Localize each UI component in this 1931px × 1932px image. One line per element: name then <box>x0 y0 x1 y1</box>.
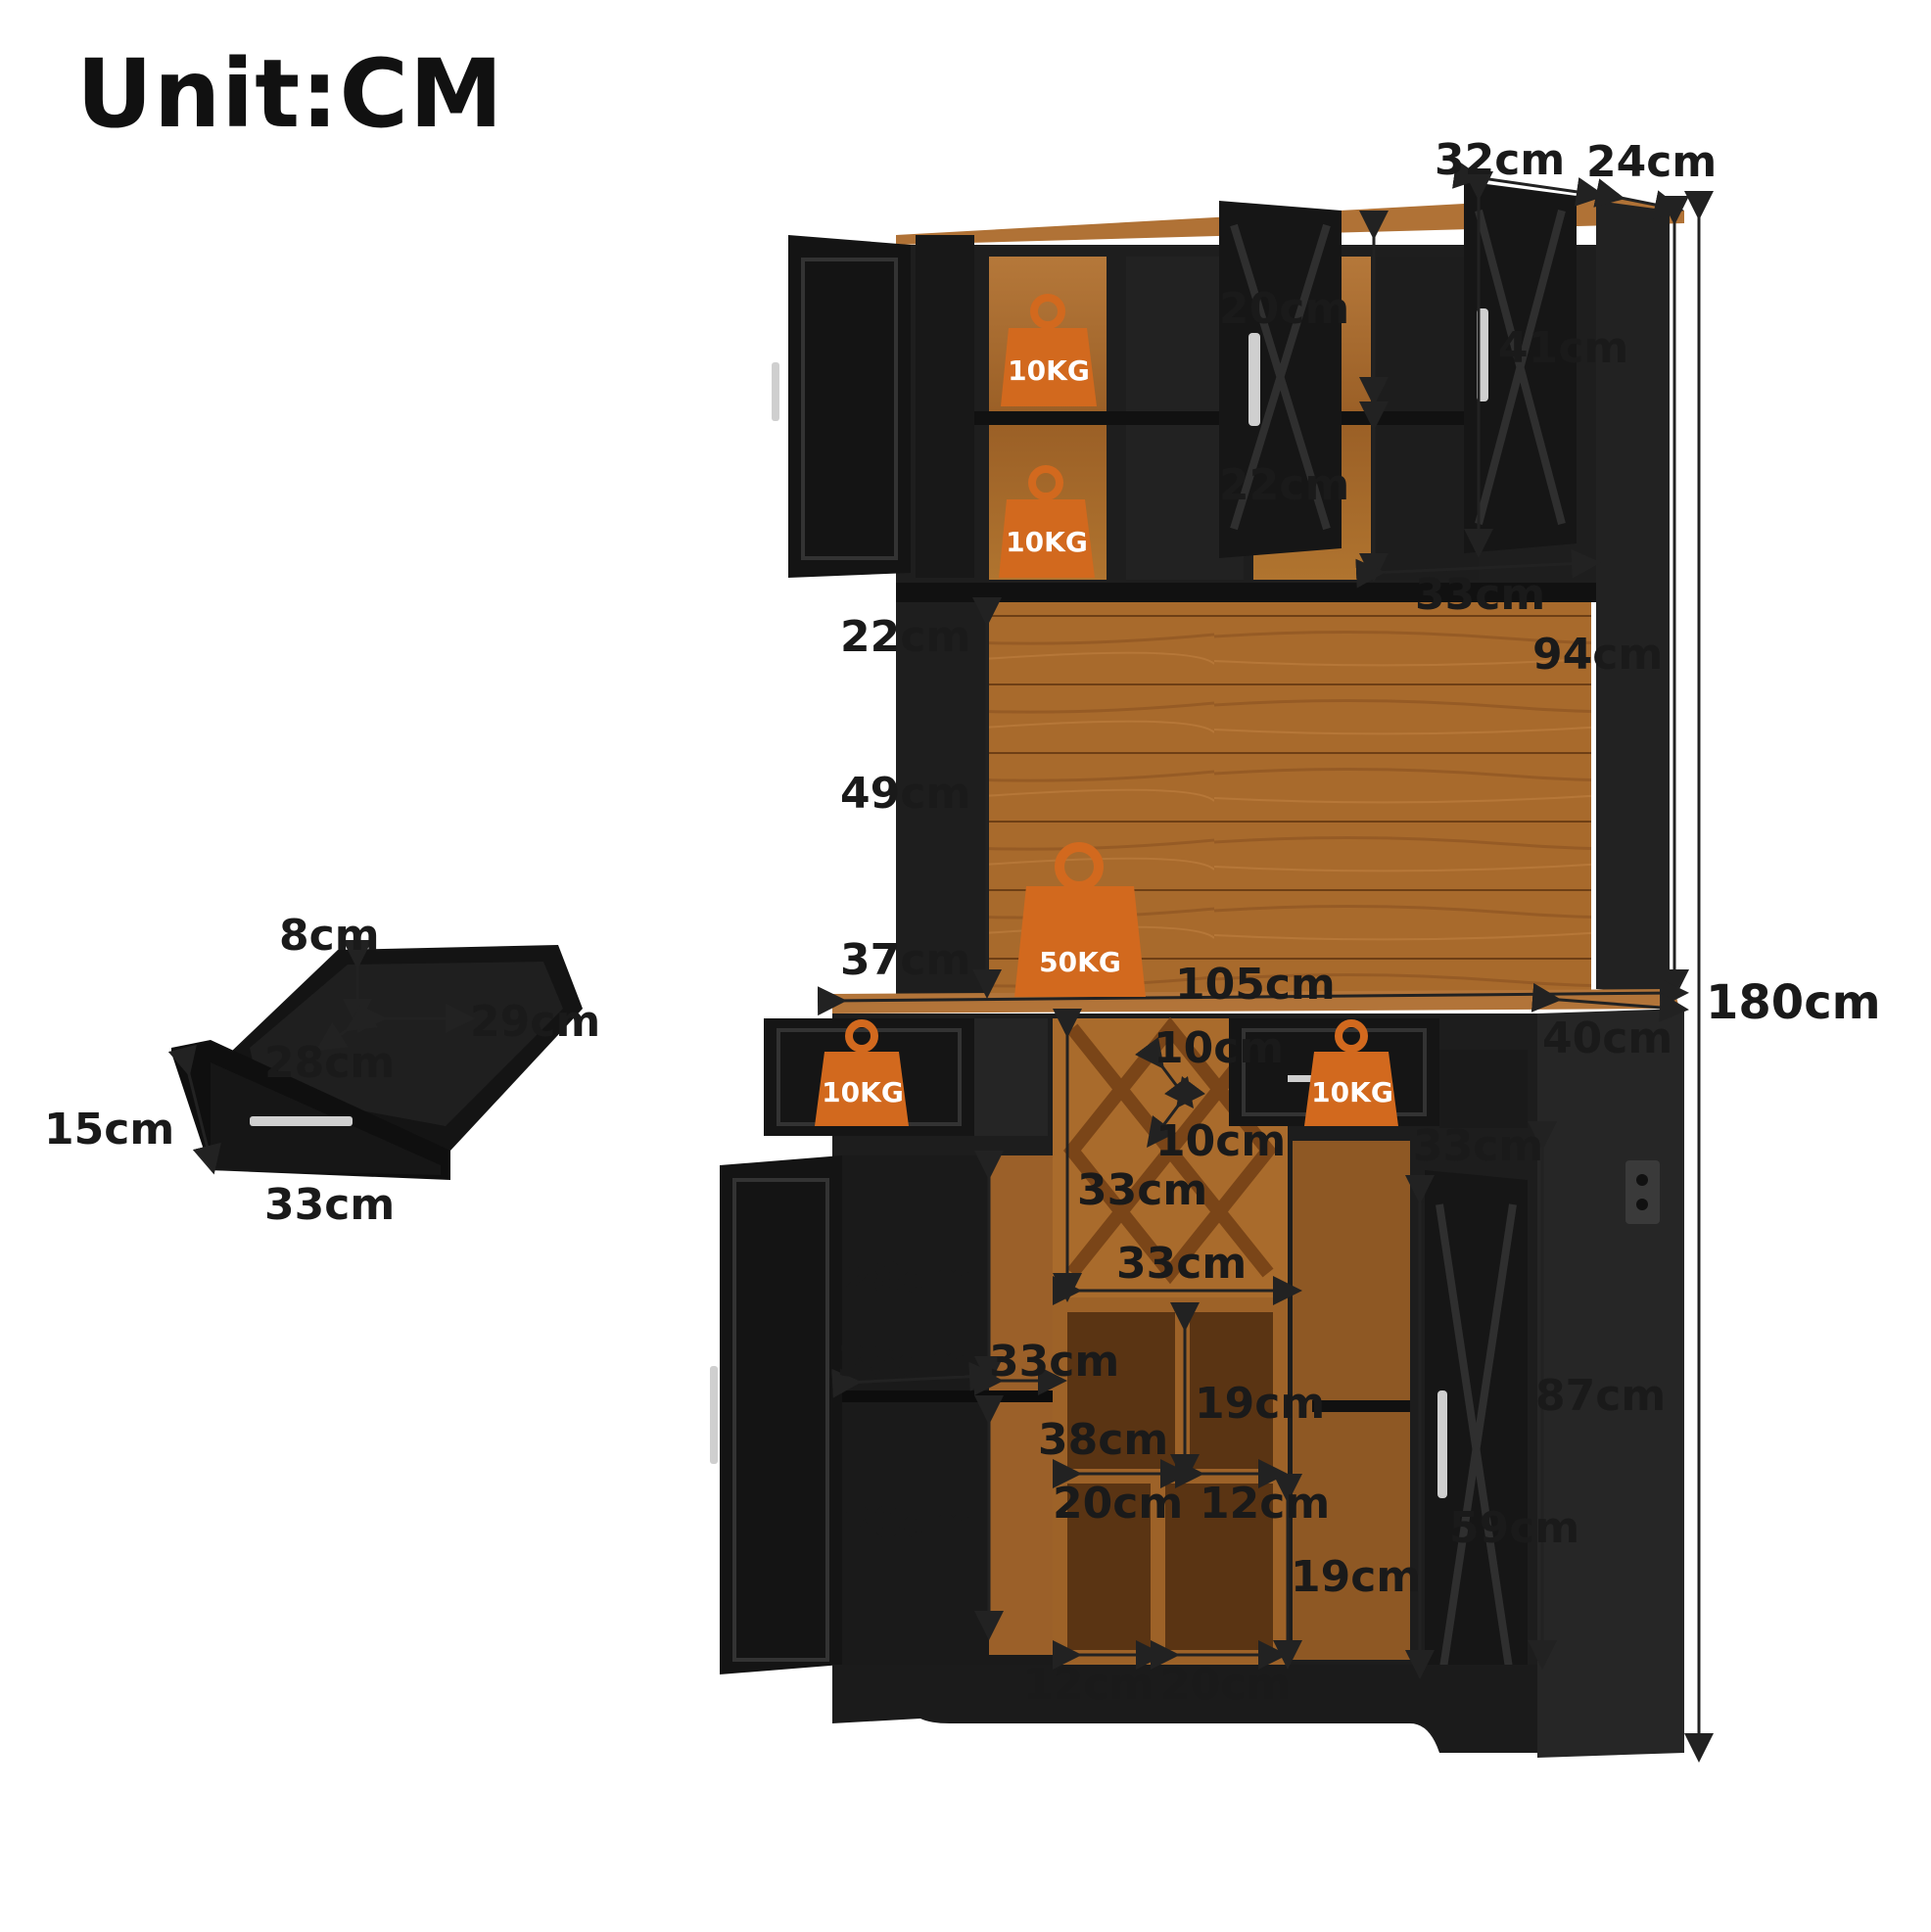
dim-upper-shelf-w: 33cm <box>1415 570 1545 620</box>
dim-wine-x1: 10cm <box>1154 1023 1284 1073</box>
dim-drawer-depth: 29cm <box>470 997 600 1047</box>
dim-wine-w: 33cm <box>1116 1239 1247 1289</box>
weight-label-upper-bottom: 10KG <box>1006 526 1088 558</box>
dim-drawer-inner-w: 28cm <box>264 1038 395 1088</box>
dim-upper-shelf-h2: 22cm <box>1219 460 1349 510</box>
upper-shelf <box>925 411 1493 425</box>
dim-hutch-mid: 49cm <box>840 769 970 819</box>
weight-label-drawer-right: 10KG <box>1311 1076 1393 1108</box>
upper-middle-handle <box>1248 333 1260 426</box>
upper-left-handle <box>772 362 779 421</box>
hutch-side-panel <box>1596 201 1670 994</box>
lower-left-door <box>720 1155 842 1674</box>
dim-drawer-front-h: 15cm <box>44 1105 174 1154</box>
weight-icon-upper-top: 10KG <box>1001 294 1097 406</box>
dim-left-cab-depth: 36cm <box>837 1337 967 1387</box>
dim-cubby-a: 20cm <box>1053 1479 1183 1529</box>
lower-left-handle <box>710 1366 718 1464</box>
weight-icon-upper-bottom: 10KG <box>999 465 1095 578</box>
lower-right-handle <box>1437 1390 1447 1498</box>
dim-cabinet-h: 87cm <box>1535 1371 1666 1421</box>
power-outlet <box>1625 1160 1660 1224</box>
weight-icon-drawer-left: 10KG <box>815 1019 909 1126</box>
dim-top-side: 24cm <box>1586 137 1717 187</box>
dim-hutch-bottom: 37cm <box>840 935 970 985</box>
dim-wine-h: 33cm <box>1077 1165 1207 1215</box>
weight-label-upper-top: 10KG <box>1008 354 1090 387</box>
dim-top-depth: 32cm <box>1435 135 1565 185</box>
weight-label-hutch: 50KG <box>1039 946 1121 978</box>
dim-wine-x2: 10cm <box>1155 1116 1286 1166</box>
left-inner-shelf <box>842 1390 1053 1402</box>
dim-cubby-h2: 19cm <box>1291 1552 1421 1602</box>
dim-left-cab-w: 33cm <box>989 1337 1119 1387</box>
weight-label-drawer-left: 10KG <box>822 1076 904 1108</box>
dim-upper-door-h: 41cm <box>1498 323 1628 373</box>
dim-hutch-top: 22cm <box>840 612 970 662</box>
dim-left-cab-h-top: 28cm <box>842 1253 972 1303</box>
dim-drawer-w: 33cm <box>1413 1121 1543 1171</box>
dim-cubby-b: 12cm <box>1200 1479 1330 1529</box>
dim-bottom-b: 20cm <box>1160 1660 1291 1710</box>
dim-hutch-total: 94cm <box>1532 630 1663 680</box>
upper-left-door <box>788 235 911 578</box>
drawer-detail-handle <box>250 1116 353 1126</box>
unit-title: Unit:CM <box>76 39 504 149</box>
dim-width: 105cm <box>1175 960 1336 1010</box>
dim-total-height: 180cm <box>1706 975 1881 1030</box>
cabinet-base <box>832 1665 1537 1753</box>
dim-left-cab-h-bottom: 30cm <box>842 1498 972 1548</box>
weight-icon-drawer-right: 10KG <box>1304 1019 1398 1126</box>
dim-drawer-height: 8cm <box>279 911 380 961</box>
dim-counter-depth: 40cm <box>1542 1013 1672 1063</box>
dim-drawer-front-w: 33cm <box>264 1180 395 1230</box>
dim-right-cab-h: 59cm <box>1449 1503 1579 1553</box>
dim-cubby-h1: 19cm <box>1195 1379 1325 1429</box>
dim-bottom-a: 12cm <box>1023 1660 1154 1710</box>
dim-cubby-w1: 38cm <box>1038 1415 1168 1465</box>
weight-icon-hutch: 50KG <box>1014 842 1146 997</box>
dim-upper-shelf-h1: 20cm <box>1219 284 1349 334</box>
